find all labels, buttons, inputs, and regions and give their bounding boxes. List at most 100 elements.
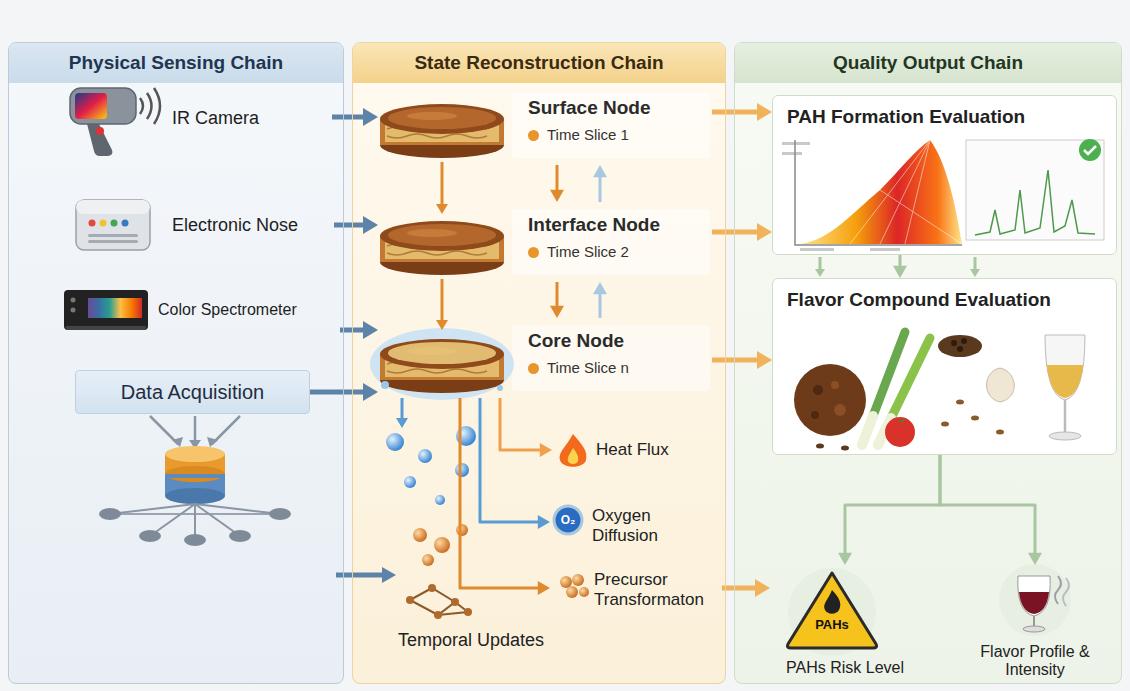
output-item: Flavor Profile & Intensity <box>955 565 1115 682</box>
flavor-image <box>834 404 846 416</box>
node-text: Precursor Transformaton <box>594 570 722 610</box>
flavor-image <box>951 340 957 346</box>
flavor-image <box>956 400 964 405</box>
flavor-image <box>813 385 823 395</box>
node-text: Core Node <box>528 330 706 352</box>
database-icon <box>229 530 251 542</box>
flow-arrow <box>712 351 772 369</box>
electronic-nose-icon <box>76 200 150 250</box>
database-icon <box>269 508 291 520</box>
flavor-image <box>1045 335 1085 400</box>
connector-line <box>845 455 940 555</box>
wine-icon <box>1018 576 1050 616</box>
flavor-image <box>971 416 979 421</box>
database-icon <box>194 416 197 442</box>
process-box: Data Acquisition <box>75 370 310 414</box>
wine-icon <box>1023 626 1045 632</box>
flow-arrow <box>593 282 607 318</box>
flavor-image <box>794 364 866 436</box>
node-text: Flavor Compound Evaluation <box>787 289 1102 311</box>
arrow-head <box>755 579 770 597</box>
pah-chart <box>966 140 1104 240</box>
flow-arrow <box>480 398 550 529</box>
molecule-image <box>434 537 450 553</box>
food-layer-image <box>388 342 496 364</box>
molecule-image <box>386 426 476 619</box>
flow-arrow <box>460 398 550 595</box>
panel-ground <box>8 42 1122 684</box>
state-node: Surface NodeTime Slice 1 <box>378 85 712 165</box>
arrow-head <box>363 383 378 401</box>
flavor-image <box>996 430 1004 435</box>
connector-line <box>480 398 540 522</box>
panel-ground <box>734 42 1122 684</box>
node-text: Oxygen Diffusion <box>592 506 718 546</box>
pah-chart <box>819 257 822 270</box>
flow-arrow <box>310 383 378 401</box>
food-layer-image <box>441 162 444 206</box>
flow-arrow <box>550 165 564 202</box>
arrow-head <box>538 515 550 529</box>
node-subtext: Time Slice 1 <box>528 126 706 143</box>
flavor-image <box>938 335 982 357</box>
flow-arrow <box>593 165 607 202</box>
food-layer-image <box>441 279 444 322</box>
arrow-head <box>593 282 607 294</box>
sensor-item: Color Spectrometer <box>52 282 340 338</box>
flow-arrow <box>940 455 1042 565</box>
pah-chart <box>815 269 825 277</box>
node-text: PAH Formation Evaluation <box>787 106 1102 128</box>
process-item: Heat Flux <box>552 430 712 470</box>
process-icon <box>568 448 578 464</box>
connector-line <box>712 230 760 235</box>
spectrometer-icon <box>66 326 146 330</box>
database-icon <box>165 474 225 478</box>
database-icon <box>165 466 225 482</box>
wine-icon <box>999 564 1071 636</box>
node-text: Electronic Nose <box>172 215 298 236</box>
process-icon <box>579 587 589 597</box>
connector-line <box>722 586 758 591</box>
electronic-nose-icon <box>76 200 150 250</box>
electronic-nose-icon <box>111 220 118 227</box>
database-icon <box>139 530 161 542</box>
flavor-image <box>894 418 906 423</box>
node-text: State Reconstruction Chain <box>353 43 725 83</box>
molecule-image <box>455 463 469 477</box>
state-node: Core NodeTime Slice n <box>378 318 712 398</box>
arrow-head <box>363 321 378 339</box>
chain-panel: Physical Sensing ChainIR CameraElectroni… <box>8 42 344 684</box>
sensing-arrow <box>382 567 396 583</box>
state-node: Interface NodeTime Slice 2 <box>378 202 712 282</box>
food-layer-image <box>380 339 504 393</box>
node-text: Color Spectrometer <box>158 301 297 319</box>
process-icon <box>554 506 582 534</box>
ir-camera-icon <box>75 93 107 119</box>
pah-chart <box>800 140 962 244</box>
connector-line <box>556 282 559 308</box>
node-text: Data Acquisition <box>121 381 264 404</box>
flavor-image <box>1047 365 1083 398</box>
pah-chart <box>772 95 1117 277</box>
flavor-image <box>816 444 824 449</box>
ir-camera-icon <box>154 88 160 124</box>
node-text: Heat Flux <box>596 440 669 460</box>
food-layer-image <box>380 221 504 275</box>
ir-camera-icon <box>147 93 152 119</box>
pah-chart <box>772 95 1117 255</box>
pah-chart <box>974 257 977 270</box>
flavor-image <box>941 422 949 427</box>
molecule-image <box>456 524 468 536</box>
arrow-head <box>363 216 378 234</box>
database-icon <box>165 446 225 462</box>
food-layer-image <box>381 381 389 389</box>
arrow-head <box>550 190 564 202</box>
risk-icon <box>824 590 840 614</box>
panel-ground <box>8 42 344 684</box>
wine-icon <box>1055 576 1061 604</box>
connector-line <box>332 115 366 120</box>
pah-chart <box>1084 146 1096 154</box>
ir-camera-icon <box>70 88 136 124</box>
arrow-head <box>363 108 378 126</box>
electronic-nose-icon <box>122 220 129 227</box>
